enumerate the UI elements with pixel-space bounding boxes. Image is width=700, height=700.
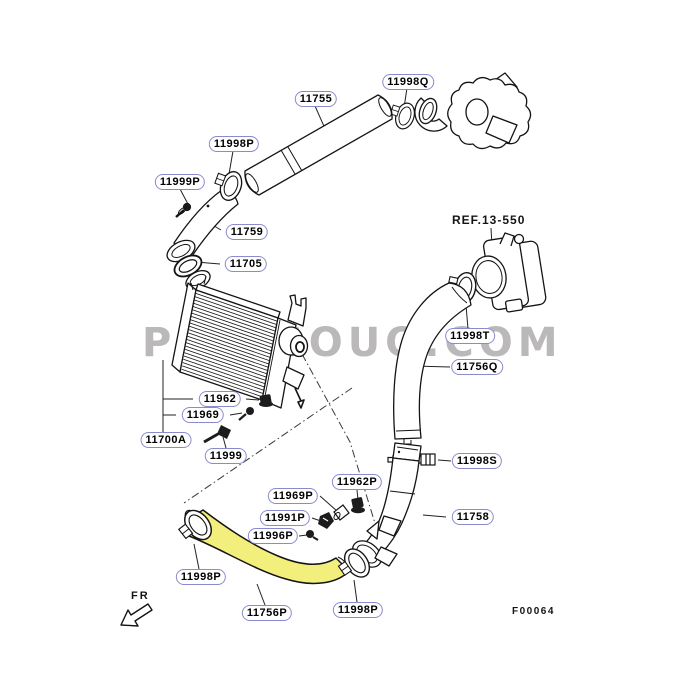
bolt-11996P (306, 530, 319, 541)
part-label-11999P[interactable]: 11999P (154, 174, 206, 190)
throttle-body (471, 232, 547, 313)
pipe-11758-bracket (366, 515, 402, 567)
fr-direction-label: FR (131, 590, 150, 602)
nut-11962P (351, 497, 365, 514)
intercooler-mount (282, 366, 305, 390)
part-label-11998P-lower-right[interactable]: 11998P (332, 602, 384, 618)
part-label-11962P[interactable]: 11962P (331, 474, 383, 490)
nut-11962 (259, 394, 273, 407)
part-label-11998Q[interactable]: 11998Q (382, 74, 434, 90)
gasket-11705 (173, 254, 203, 278)
fr-direction-arrow (120, 603, 153, 627)
part-label-11705[interactable]: 11705 (224, 256, 268, 272)
intercooler-fins (181, 292, 278, 398)
part-label-11969P[interactable]: 11969P (267, 488, 319, 504)
part-label-11998P-upper[interactable]: 11998P (208, 136, 260, 152)
turbo-compressor-inlet (465, 98, 489, 126)
part-label-11759[interactable]: 11759 (225, 224, 269, 240)
assembly-connection-lines (183, 353, 379, 534)
bolt-11999 (203, 425, 231, 444)
reference-callout[interactable]: REF.13-550 (452, 213, 526, 227)
part-label-11996P[interactable]: 11996P (247, 528, 299, 544)
part-label-11962[interactable]: 11962 (198, 391, 242, 407)
screw-11969 (238, 407, 254, 421)
turbo-bottom-flange (485, 115, 518, 144)
fitting-11969P (333, 504, 350, 521)
part-label-11969[interactable]: 11969 (181, 407, 225, 423)
part-label-11700A[interactable]: 11700A (140, 432, 192, 448)
turbo-body (447, 76, 532, 150)
part-label-11991P[interactable]: 11991P (259, 510, 311, 526)
bolt-11999P (175, 202, 192, 218)
fasteners (203, 394, 365, 541)
part-label-11998T[interactable]: 11998T (445, 328, 495, 344)
part-label-11755[interactable]: 11755 (294, 91, 338, 107)
pipe-11758 (352, 442, 422, 568)
part-label-11758[interactable]: 11758 (451, 509, 495, 525)
part-label-11998S[interactable]: 11998S (451, 453, 503, 469)
clip-11991P (318, 512, 334, 529)
hose-11755 (244, 94, 393, 196)
part-label-11756Q[interactable]: 11756Q (451, 359, 503, 375)
intercooler (171, 270, 309, 409)
figure-code: F00064 (512, 606, 555, 617)
intercooler-bracket (287, 294, 307, 327)
part-label-11999[interactable]: 11999 (204, 448, 248, 464)
turbo-inlet-ring (418, 97, 438, 125)
part-label-11756P[interactable]: 11756P (241, 605, 293, 621)
part-label-11998P-lower-left[interactable]: 11998P (175, 569, 227, 585)
